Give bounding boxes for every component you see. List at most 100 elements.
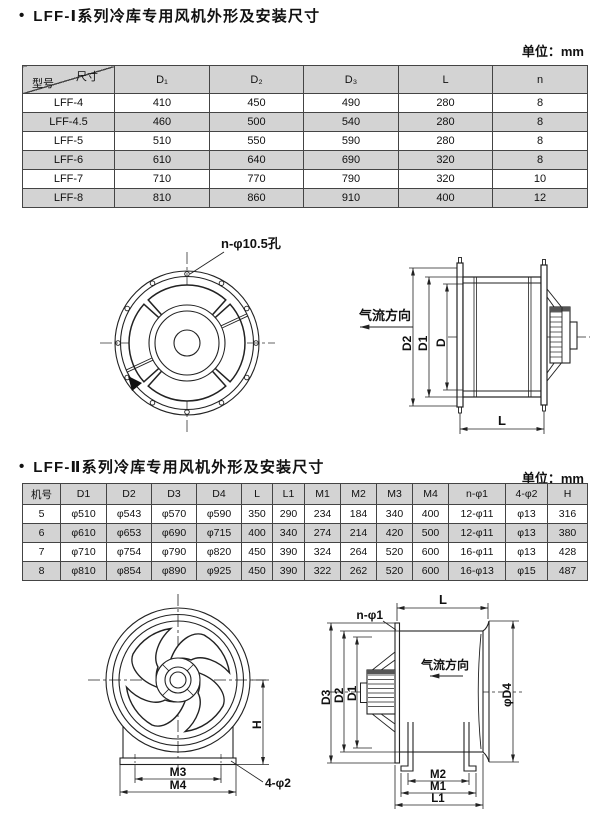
- table-cell: 600: [412, 561, 449, 581]
- flange: [394, 622, 401, 764]
- leader-line: [189, 251, 225, 275]
- fan-hub: [148, 304, 226, 382]
- table-cell: φ925: [196, 561, 242, 581]
- table-cell: 450: [241, 561, 273, 581]
- section1-title: LFF-Ⅰ系列冷库专用风机外形及安装尺寸: [33, 8, 321, 25]
- hole-count-label: n-φ10.5孔: [221, 236, 281, 251]
- column-header: H: [547, 483, 588, 505]
- table-cell: 280: [398, 112, 493, 132]
- table-cell: 350: [241, 504, 273, 524]
- dim-l-label: L: [439, 592, 447, 607]
- table-cell: 410: [114, 93, 210, 113]
- casing: [398, 630, 484, 753]
- section1-heading: • LFF-Ⅰ系列冷库专用风机外形及安装尺寸: [19, 5, 320, 26]
- table-cell: φ754: [106, 542, 152, 562]
- inlet-flange: [456, 262, 464, 408]
- table-cell: 340: [272, 523, 305, 543]
- table-cell: 322: [304, 561, 341, 581]
- table-cell: 428: [547, 542, 588, 562]
- column-header: 4-φ2: [505, 483, 548, 505]
- table-cell: LFF-6: [22, 150, 115, 170]
- airflow-label: 气流方向: [359, 308, 411, 323]
- column-header: D1: [60, 483, 107, 505]
- table-cell: φ810: [60, 561, 107, 581]
- column-header: M1: [304, 483, 341, 505]
- fan-front-view: n-φ10.5孔: [100, 236, 281, 435]
- impeller-blades: [125, 627, 231, 733]
- table-cell: 262: [340, 561, 377, 581]
- table-cell: 540: [303, 112, 399, 132]
- table-cell: LFF-4: [22, 93, 115, 113]
- dim-m1-label: M1: [430, 781, 447, 793]
- column-header: M3: [376, 483, 413, 505]
- column-header: D2: [106, 483, 152, 505]
- right-foot: [463, 722, 477, 772]
- table-cell: 8: [492, 112, 588, 132]
- table-cell: 12: [492, 188, 588, 208]
- table-cell: 8: [492, 93, 588, 113]
- dim-d2-label: D2: [400, 335, 414, 351]
- hub: [155, 657, 201, 703]
- section2-unit-label: 单位：mm: [521, 471, 584, 486]
- table-cell: φ854: [106, 561, 152, 581]
- table-cell: 420: [376, 523, 413, 543]
- table-cell: 550: [209, 131, 304, 151]
- table-cell: 910: [303, 188, 399, 208]
- mounting-base: [119, 726, 237, 768]
- table-cell: 490: [303, 93, 399, 113]
- column-header: 机号: [22, 483, 61, 505]
- base-hole-label: 4-φ2: [265, 776, 291, 790]
- motor: [546, 288, 578, 382]
- table-cell: LFF-7: [22, 169, 115, 189]
- column-header: n-φ1: [448, 483, 506, 505]
- table-cell: 600: [412, 542, 449, 562]
- bullet-icon: •: [19, 458, 25, 475]
- table-cell: 8: [492, 131, 588, 151]
- table-cell: φ890: [151, 561, 197, 581]
- table-cell: 280: [398, 93, 493, 113]
- table-cell: 264: [340, 542, 377, 562]
- rotation-marker: [128, 376, 142, 391]
- table-cell: φ13: [505, 504, 548, 524]
- dim-d4-label: φD4: [500, 683, 514, 707]
- dimensions: [327, 603, 519, 809]
- table-cell: 710: [114, 169, 210, 189]
- table-cell: 10: [492, 169, 588, 189]
- lff1-drawings: n-φ10.5孔: [100, 236, 590, 435]
- column-header: M4: [412, 483, 449, 505]
- table-cell: 390: [272, 561, 305, 581]
- table-cell: 610: [114, 150, 210, 170]
- table-cell: φ15: [505, 561, 548, 581]
- left-foot: [400, 722, 414, 772]
- table-cell: 184: [340, 504, 377, 524]
- table-cell: 7: [22, 542, 61, 562]
- column-header: D3: [151, 483, 197, 505]
- table-cell: φ710: [60, 542, 107, 562]
- table-cell: φ13: [505, 542, 548, 562]
- table-cell: 340: [376, 504, 413, 524]
- table-cell: 450: [241, 542, 273, 562]
- table-cell: φ715: [196, 523, 242, 543]
- table-cell: LFF-4.5: [22, 112, 115, 132]
- bullet-icon: •: [19, 7, 25, 24]
- table-cell: 790: [303, 169, 399, 189]
- column-header: L: [398, 65, 493, 94]
- table-cell: 214: [340, 523, 377, 543]
- dimensions: [409, 267, 545, 434]
- corner-bottom-label: 型号: [32, 78, 54, 90]
- dim-d-label: D: [434, 338, 448, 347]
- table-cell: 590: [303, 131, 399, 151]
- column-header: M2: [340, 483, 377, 505]
- table-cell: φ610: [60, 523, 107, 543]
- fan2-front-view: H M3 M4 4-φ2: [88, 594, 291, 796]
- flange-hole-label: n-φ1: [356, 608, 383, 622]
- table-cell: 234: [304, 504, 341, 524]
- table-cell: 810: [114, 188, 210, 208]
- table-cell: 640: [209, 150, 304, 170]
